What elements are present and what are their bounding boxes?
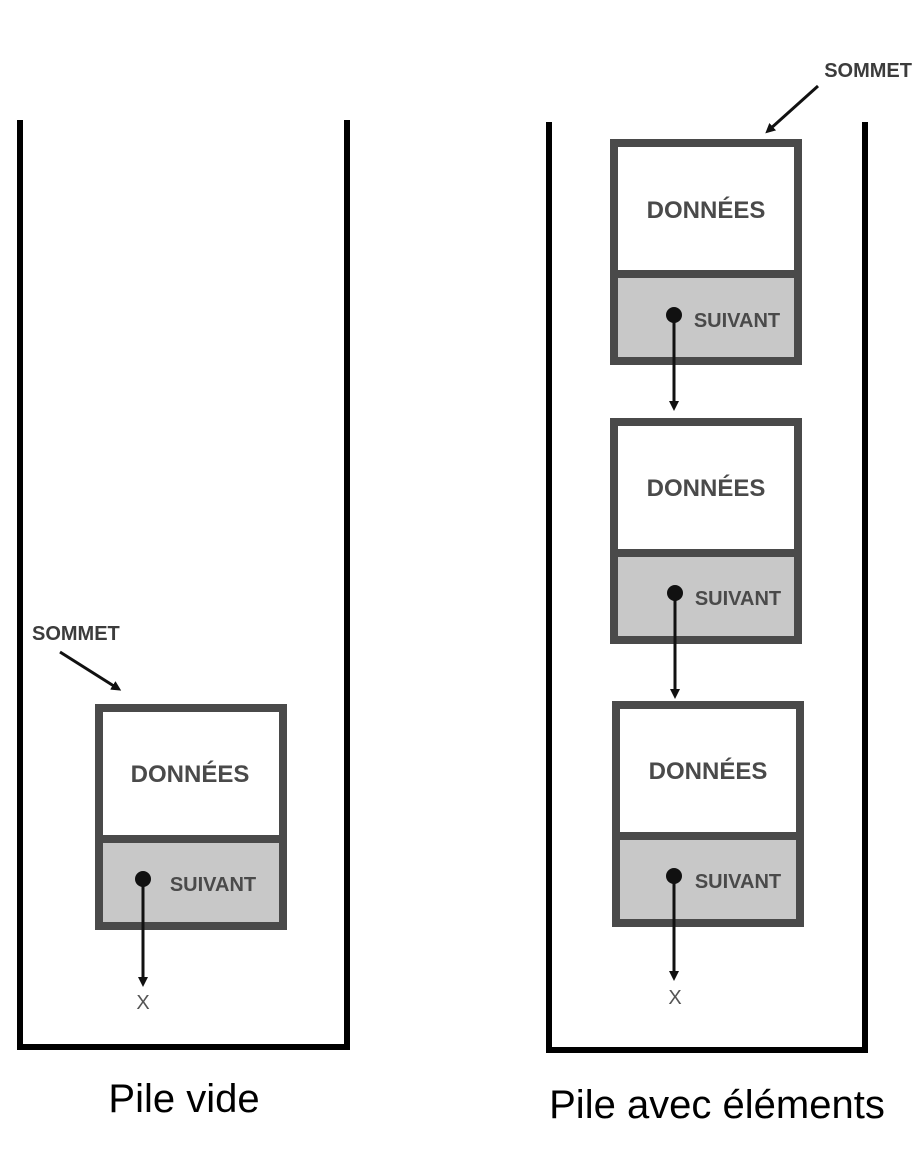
node-next-field (617, 836, 798, 922)
top-pointer-arrow (765, 84, 820, 134)
null-marker: X (668, 987, 681, 1009)
top-pointer-label: SOMMET (32, 623, 120, 645)
node-next-field (615, 553, 796, 639)
null-marker: X (136, 992, 149, 1014)
node-next-field (100, 839, 281, 925)
stack-node: DONNÉES SUIVANT (95, 704, 287, 930)
node-data-label: DONNÉES (649, 757, 768, 785)
node-box (95, 704, 287, 930)
stack-container-empty (17, 120, 350, 1050)
node-box (610, 139, 802, 365)
node-next-label: SUIVANT (694, 310, 780, 332)
stack-container-filled (546, 122, 868, 1053)
stack-node: DONNÉES SUIVANT (612, 701, 804, 927)
node-next-field (615, 274, 796, 360)
stack-empty: SOMMET DONNÉES SUIVANT X Pile vide (17, 120, 350, 1121)
stack-caption: Pile vide (108, 1077, 259, 1121)
stack-node: DONNÉES SUIVANT (610, 139, 802, 365)
node-next-label: SUIVANT (695, 588, 781, 610)
node-next-label: SUIVANT (695, 871, 781, 893)
node-data-label: DONNÉES (647, 196, 766, 224)
node-box (612, 701, 804, 927)
top-pointer-label: SOMMET (824, 60, 912, 82)
node-data-label: DONNÉES (647, 474, 766, 502)
node-next-label: SUIVANT (170, 874, 256, 896)
stack-node: DONNÉES SUIVANT (610, 418, 802, 644)
node-data-label: DONNÉES (131, 760, 250, 788)
stack-caption: Pile avec éléments (549, 1083, 885, 1127)
node-box (610, 418, 802, 644)
top-pointer-arrow (59, 650, 122, 691)
stack-with-elements: SOMMET DONNÉES SUIVANT DONNÉES SUIVANT (546, 60, 912, 1127)
